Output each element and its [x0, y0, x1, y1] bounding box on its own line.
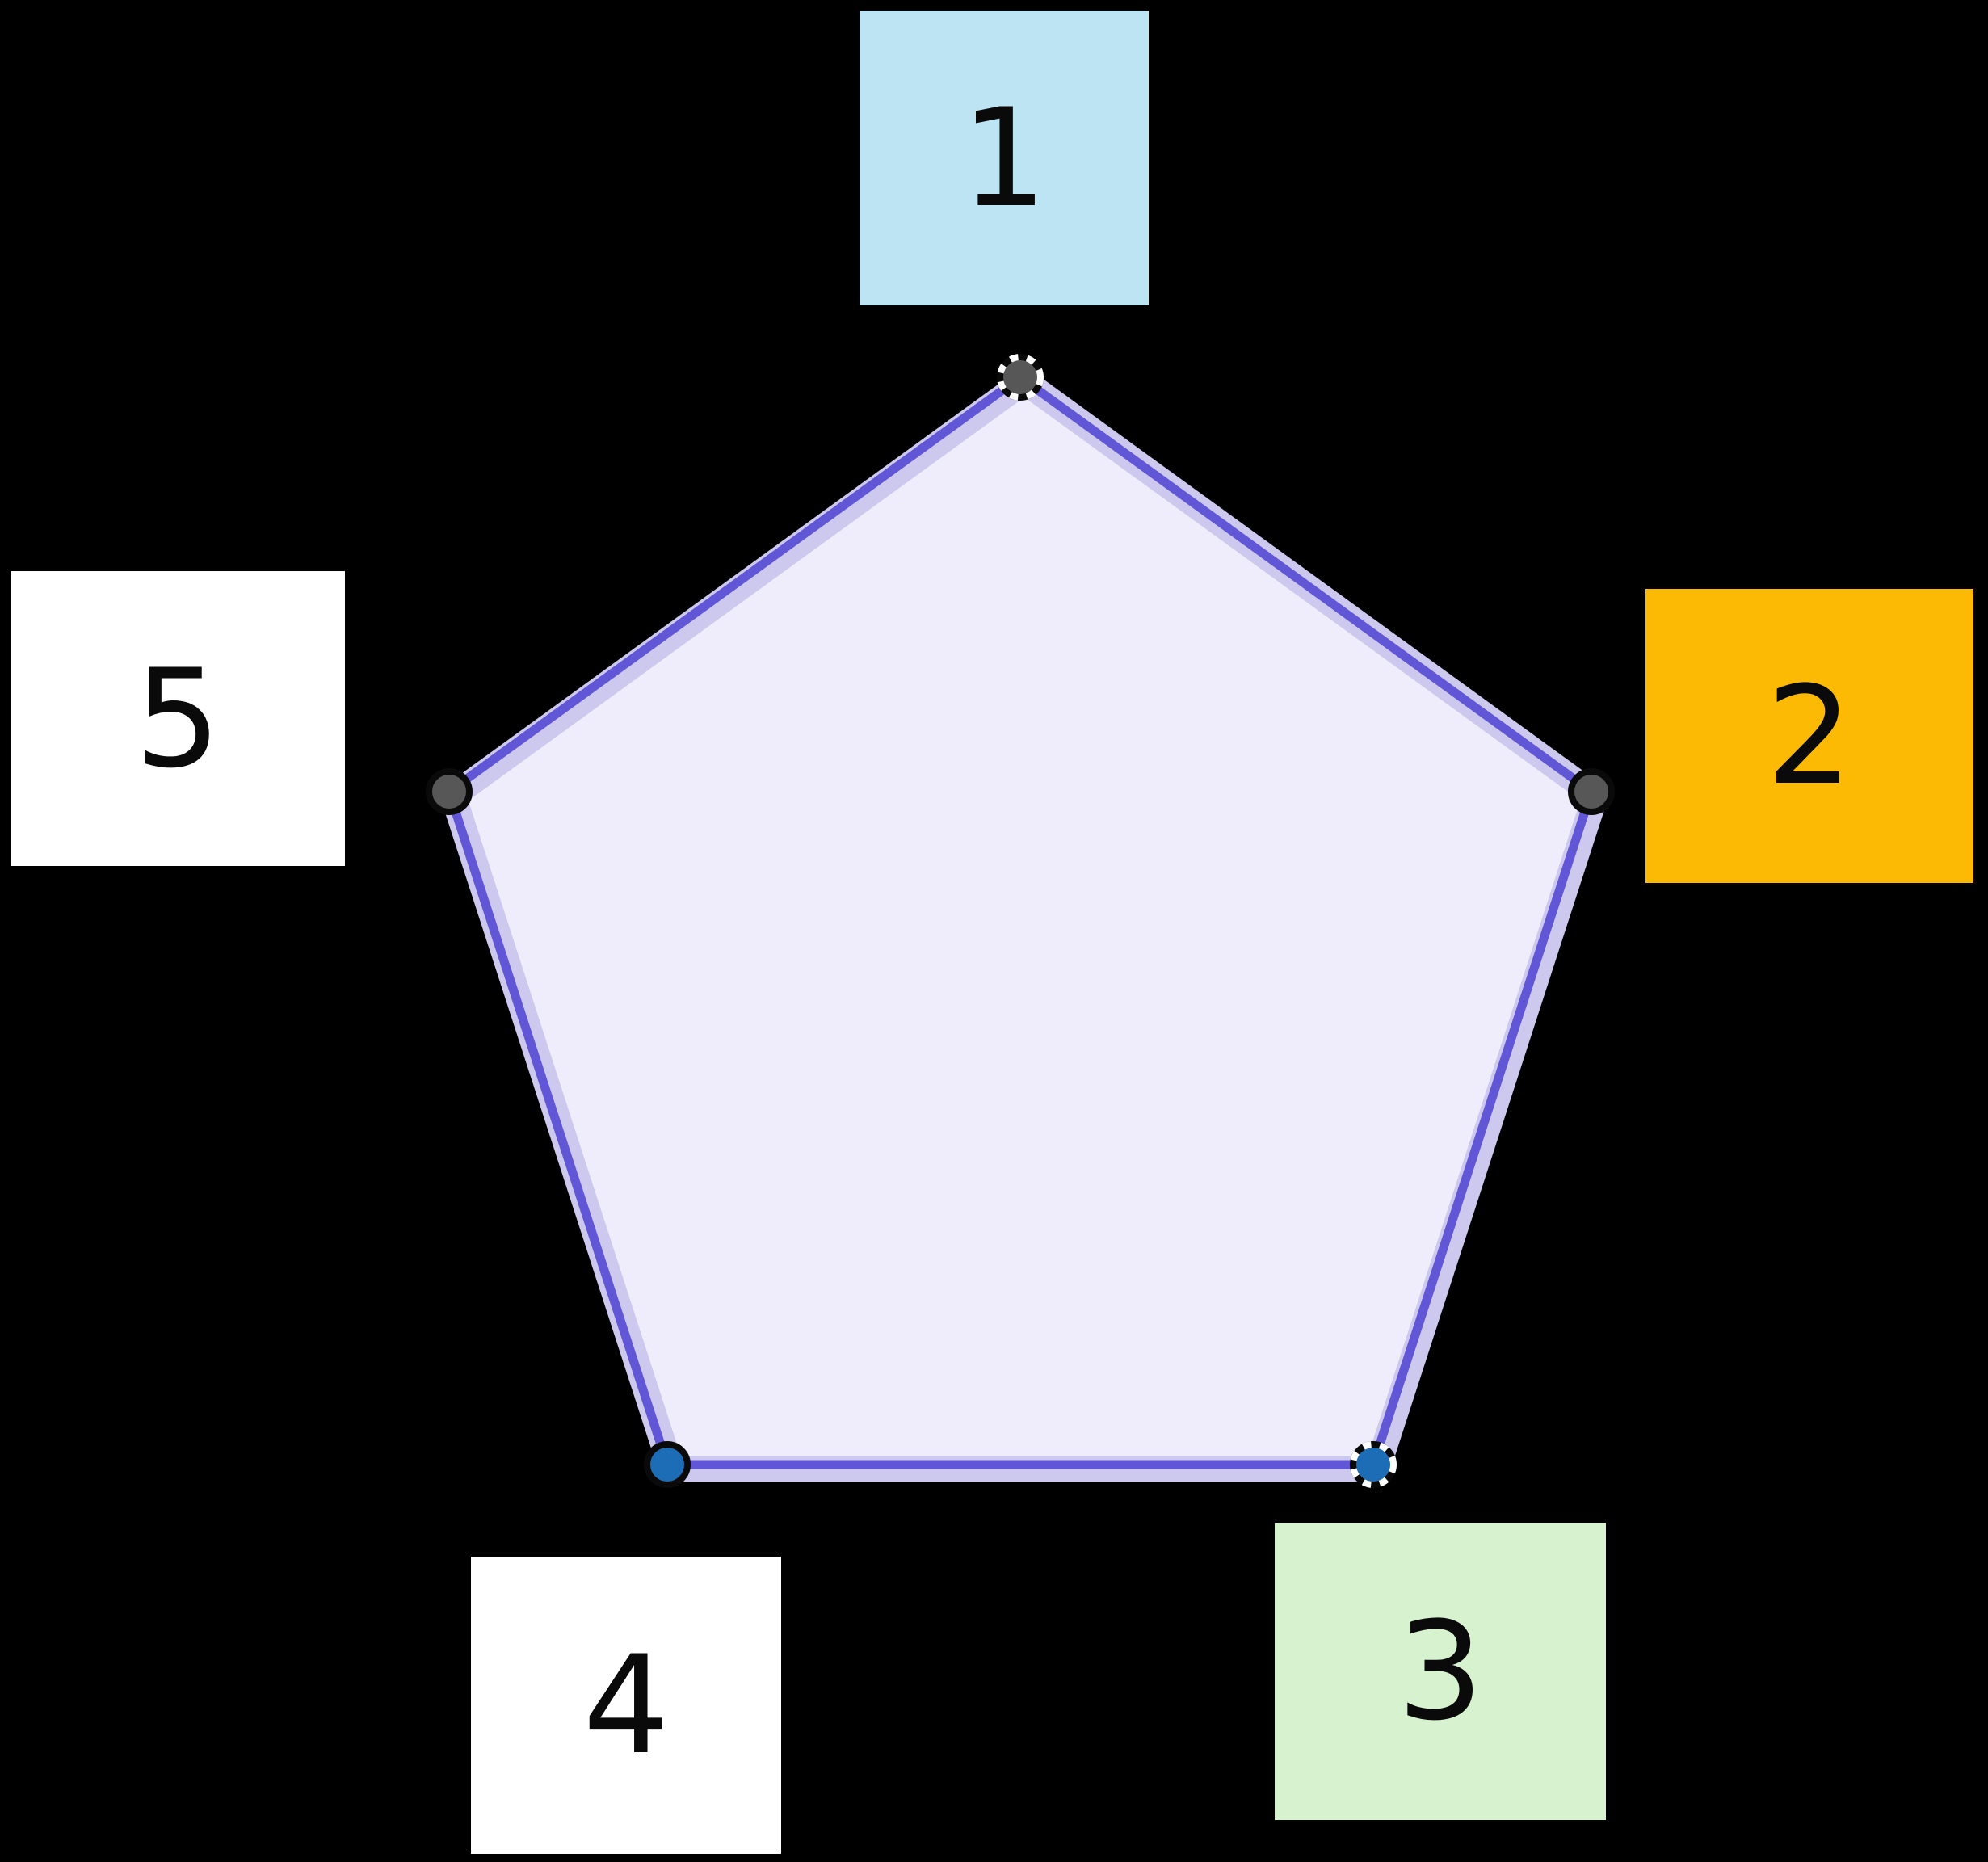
number-tile-label: 3: [1397, 1592, 1484, 1751]
vertex-dot-bottom-right[interactable]: [1350, 1441, 1397, 1488]
number-tile-label: 5: [134, 639, 221, 798]
number-tile-5[interactable]: 5: [11, 571, 345, 866]
pentagon-shape: [449, 377, 1591, 1465]
number-tile-label: 4: [582, 1626, 670, 1784]
vertex-selection-ring: [1350, 1441, 1397, 1488]
number-tile-label: 1: [960, 78, 1048, 237]
vertex-dot-bottom-left[interactable]: [644, 1441, 691, 1488]
number-tile-label: 2: [1766, 657, 1853, 815]
vertex-dot-right[interactable]: [1568, 768, 1615, 815]
vertex-selection-ring: [997, 354, 1044, 401]
number-tile-2[interactable]: 2: [1645, 589, 1973, 883]
vertex-dot-circle[interactable]: [644, 1441, 691, 1488]
vertex-dot-top[interactable]: [997, 354, 1044, 401]
number-tile-3[interactable]: 3: [1275, 1523, 1606, 1820]
vertex-dots-layer: [426, 354, 1615, 1488]
vertex-dot-circle[interactable]: [1568, 768, 1615, 815]
number-tile-1[interactable]: 1: [860, 11, 1149, 305]
vertex-dot-circle[interactable]: [426, 768, 473, 815]
number-tile-4[interactable]: 4: [471, 1557, 781, 1854]
vertex-dot-left[interactable]: [426, 768, 473, 815]
pentagon-outline: [443, 372, 1597, 1469]
